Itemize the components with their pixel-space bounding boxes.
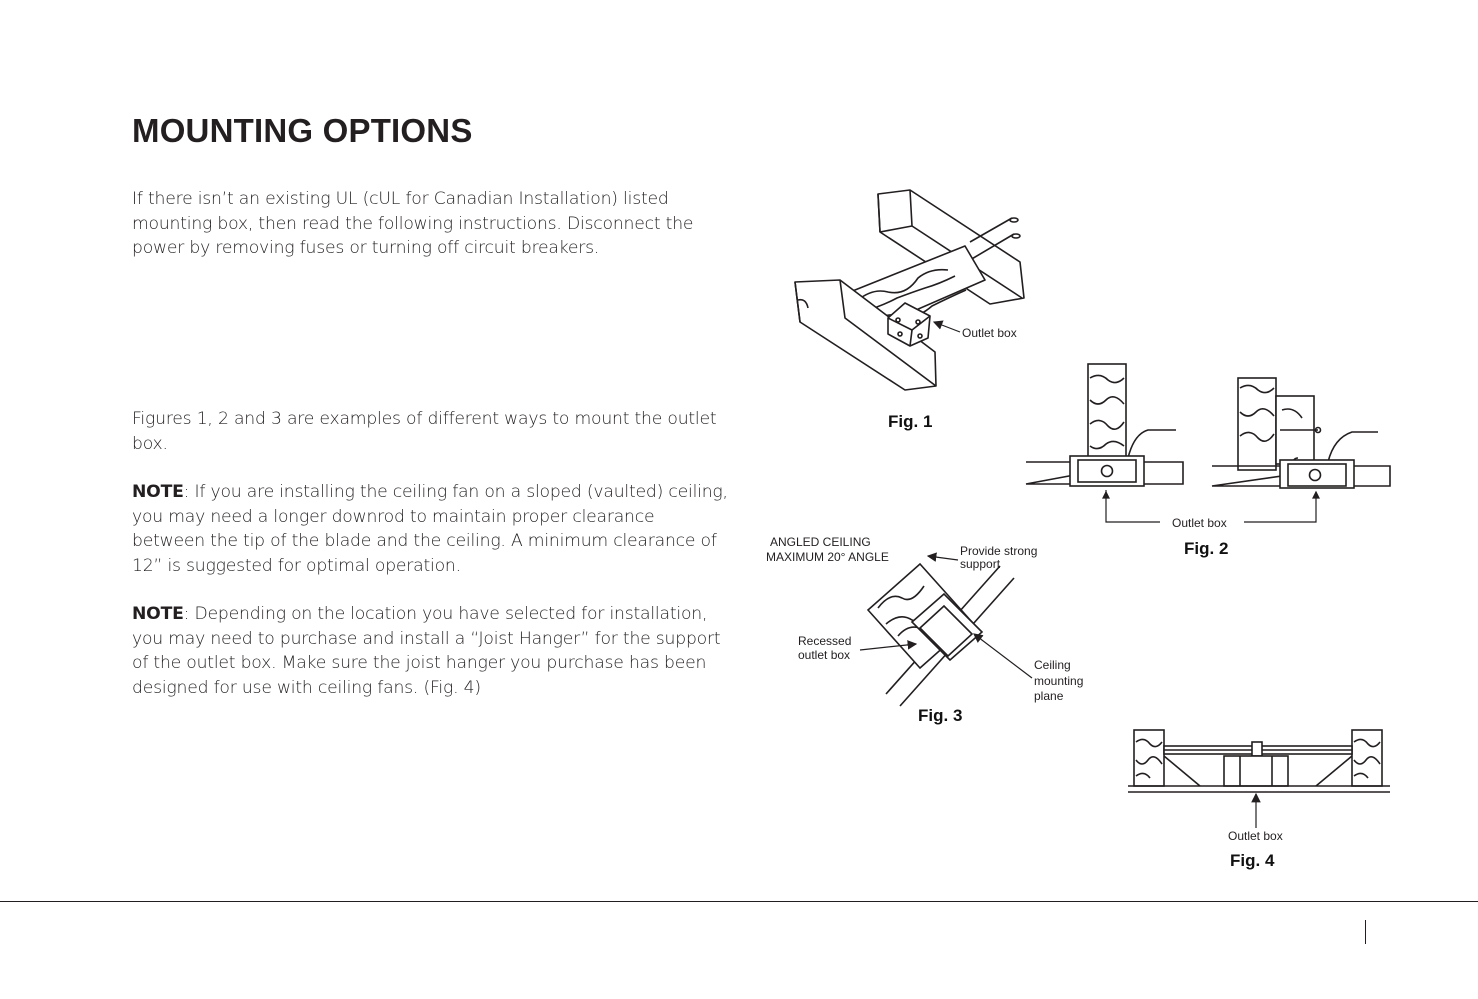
fig4-callout: Outlet box: [1228, 829, 1283, 843]
fig4-illustration: [1128, 729, 1390, 793]
note-joist-hanger: NOTE: Depending on the location you have…: [132, 602, 732, 700]
fig3-recessed-line1: Recessed: [798, 634, 851, 648]
note-vaulted-ceiling: NOTE: If you are installing the ceiling …: [132, 480, 732, 578]
page-marker: [1365, 920, 1366, 944]
figures-paragraph: Figures 1, 2 and 3 are examples of diffe…: [132, 409, 717, 454]
fig3-plane-line2: mounting: [1034, 674, 1083, 688]
fig3-angle-line2: MAXIMUM 20° ANGLE: [766, 550, 889, 564]
fig3-support-line2: support: [960, 557, 1001, 571]
fig3-recessed-arrow: [859, 640, 918, 651]
fig3-caption: Fig. 3: [918, 706, 962, 725]
fig1-callout: Outlet box: [962, 326, 1017, 340]
page-title: MOUNTING OPTIONS: [132, 112, 473, 149]
fig1-callout-arrow: [932, 320, 961, 333]
note-text: : Depending on the location you have sel…: [132, 604, 721, 698]
fig3-plane-arrow: [973, 633, 1033, 679]
fig1-caption: Fig. 1: [888, 412, 932, 431]
fig3-support-arrow: [926, 552, 959, 562]
fig3-angle-line1: ANGLED CEILING: [770, 535, 871, 549]
fig2-callout: Outlet box: [1172, 516, 1227, 530]
fig2-illustration: [1025, 363, 1391, 489]
fig1-illustration: [794, 189, 1025, 391]
note-text: : If you are installing the ceiling fan …: [132, 482, 728, 576]
fig2-callout-lines: [1102, 490, 1320, 523]
fig4-caption: Fig. 4: [1230, 851, 1275, 870]
footer-divider: [0, 901, 1478, 902]
fig3-illustration: [866, 562, 1015, 707]
fig3-recessed-line2: outlet box: [798, 648, 850, 662]
fig3-plane-line1: Ceiling: [1034, 658, 1071, 672]
fig3-support-line1: Provide strong: [960, 544, 1037, 558]
note-label: NOTE: [132, 482, 184, 502]
fig3-plane-line3: plane: [1034, 689, 1064, 703]
note-label: NOTE: [132, 604, 184, 624]
fig2-caption: Fig. 2: [1184, 539, 1228, 558]
intro-paragraph: If there isn’t an existing UL (cUL for C…: [132, 189, 694, 258]
